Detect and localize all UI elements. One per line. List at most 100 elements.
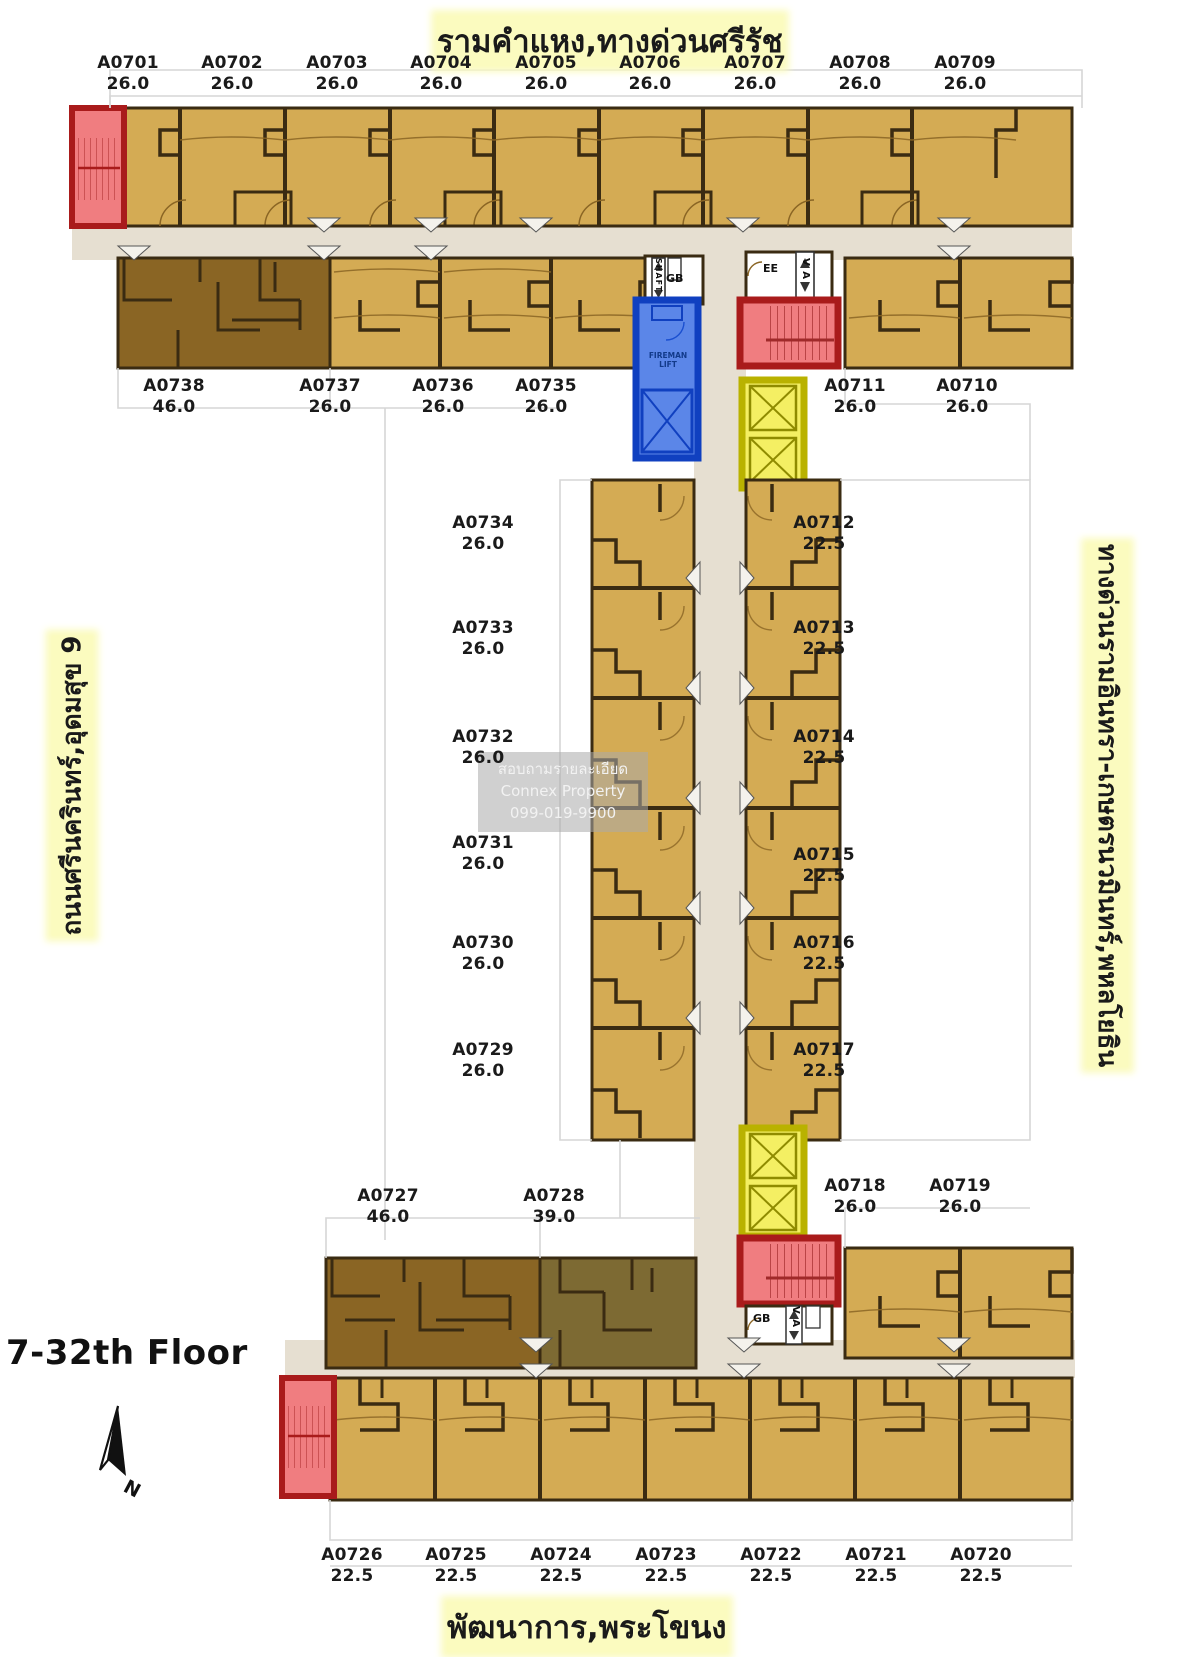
unit-number: A0719 [929,1176,991,1196]
center-right-units [739,478,842,1142]
unit-area: 26.0 [461,954,505,975]
unit-area: 26.0 [461,854,505,875]
watermark-line-3: 099-019-9900 [509,803,617,822]
unit-area: 22.5 [802,639,846,660]
unit-area: 26.0 [943,74,987,95]
unit-number: A0733 [452,618,514,638]
unit-area: 22.5 [959,1566,1003,1587]
unit-area: 22.5 [802,748,846,769]
unit-area: 22.5 [434,1566,478,1587]
unit-area: 22.5 [854,1566,898,1587]
unit-area: 26.0 [733,74,777,95]
unit-area: 26.0 [308,397,352,418]
unit-area: 22.5 [330,1566,374,1587]
unit-number: A0721 [845,1545,907,1565]
unit-area: 26.0 [945,397,989,418]
unit-number: A0726 [321,1545,383,1565]
unit-number: A0712 [793,513,855,533]
unit-area: 26.0 [461,534,505,555]
unit-number: A0711 [824,376,886,396]
unit-area: 26.0 [421,397,465,418]
unit-number: A0728 [523,1186,585,1206]
watermark: สอบถามรายละเอียด Connex Property 099-019… [478,752,648,832]
unit-number: A0727 [357,1186,419,1206]
unit-number: A0732 [452,727,514,747]
unit-number: A0717 [793,1040,855,1060]
unit-area: 26.0 [461,639,505,660]
unit-number: A0723 [635,1545,697,1565]
bottom-wing [328,1363,1074,1502]
unit-area: 26.0 [315,74,359,95]
unit-area: 46.0 [152,397,196,418]
unit-area: 22.5 [644,1566,688,1587]
road-label-right: ทางด่วนรามอินทรา-เกษตรนวมินทร์,พหลโยธิน [1087,543,1129,1068]
gb-label-bottom: GB [753,1312,771,1325]
unit-area: 26.0 [419,74,463,95]
stair-core-top-left [69,105,127,229]
unit-number: A0713 [793,618,855,638]
watermark-line-2: Connex Property [500,782,626,801]
shaft-label: SHAFT [654,258,663,293]
page-title: 7-32th Floor [6,1333,248,1373]
unit-number: A0702 [201,53,263,73]
corridor-system [72,225,1075,1378]
unit-area: 22.5 [802,954,846,975]
unit-area: 26.0 [938,1197,982,1218]
compass-container: N [80,1400,160,1510]
unit-number: A0714 [793,727,855,747]
unit-area: 22.5 [539,1566,583,1587]
unit-number: A0737 [299,376,361,396]
unit-number: A0730 [452,933,514,953]
watermark-line-1: สอบถามรายละเอียด [497,760,629,779]
road-label-left: ถนนศรีนครินทร์,อุดมสุข 9 [51,635,93,936]
va-label-top: V A [800,258,811,280]
unit-number: A0729 [452,1040,514,1060]
unit-number: A0731 [452,833,514,853]
unit-area: 39.0 [532,1207,576,1228]
stair-core-bottom-left [279,1375,337,1499]
unit-number: A0709 [934,53,996,73]
ee-room-label: EE [763,262,779,275]
unit-number: A0718 [824,1176,886,1196]
unit-number: A0724 [530,1545,592,1565]
unit-number: A0703 [306,53,368,73]
unit-number: A0707 [724,53,786,73]
unit-number: A0738 [143,376,205,396]
unit-number: A0716 [793,933,855,953]
unit-number: A0735 [515,376,577,396]
compass-north-label: N [119,1475,145,1503]
road-label-top: รามคำแหง,ทางด่วนศรีรัช [437,16,783,66]
unit-area: 26.0 [210,74,254,95]
